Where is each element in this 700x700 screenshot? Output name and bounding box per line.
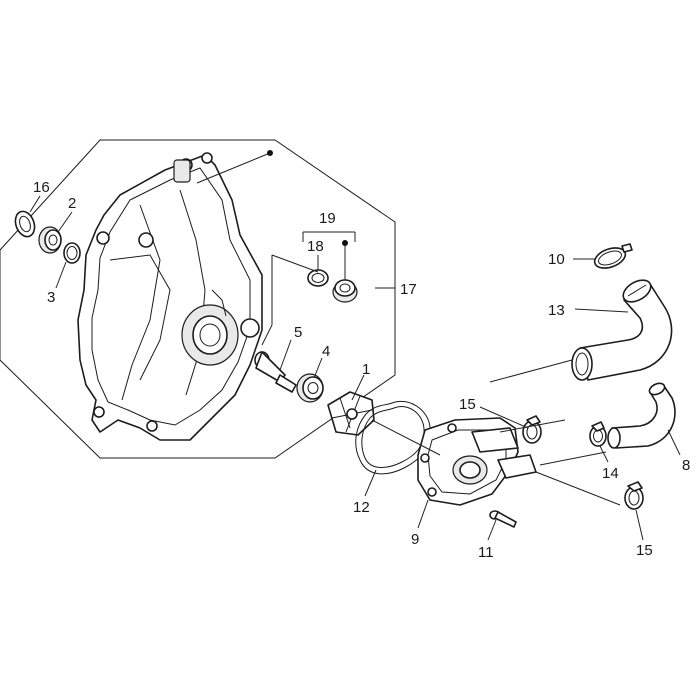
part-12-gasket [355,400,431,475]
part-15-clamp-upper [522,415,542,444]
label-16: 16 [33,179,50,196]
part-labels: 16 2 3 19 18 17 5 4 1 12 9 11 15 15 10 1… [33,179,690,561]
label-10: 10 [548,251,565,268]
part-11-bolt [489,510,517,528]
part-13-hose [571,279,673,381]
label-14: 14 [602,465,619,482]
label-2: 2 [68,195,76,212]
part-15-clamp-lower [624,481,644,510]
part-3-oring [63,242,81,264]
part-19-cap [332,279,358,303]
label-13: 13 [548,302,565,319]
group-boundary-17 [0,139,396,459]
label-1: 1 [362,361,370,378]
label-4: 4 [322,343,330,360]
label-8: 8 [682,457,690,474]
part-1-impeller [327,391,375,436]
crankcase-cover [77,152,263,441]
label-11: 11 [478,544,494,561]
label-17: 17 [400,281,417,298]
reference-dot-17 [267,150,273,156]
label-9: 9 [411,531,419,548]
label-12: 12 [353,499,370,516]
label-3: 3 [47,289,55,306]
label-15-lower: 15 [636,542,653,559]
part-9-pump-housing [417,417,537,506]
label-18: 18 [307,238,324,255]
part-4-bearing [296,373,324,403]
part-8-hose [607,382,676,449]
label-19: 19 [319,210,336,227]
part-16-clip [14,210,36,238]
leader-lines [29,150,681,541]
part-2-seal [38,226,62,254]
label-15-upper: 15 [459,396,476,413]
reference-dot-19 [342,240,348,246]
part-14-clamp [589,421,607,447]
part-5-shaft [254,351,297,393]
part-18-oring [307,269,329,287]
label-5: 5 [294,324,302,341]
part-10-clamp [593,243,633,269]
